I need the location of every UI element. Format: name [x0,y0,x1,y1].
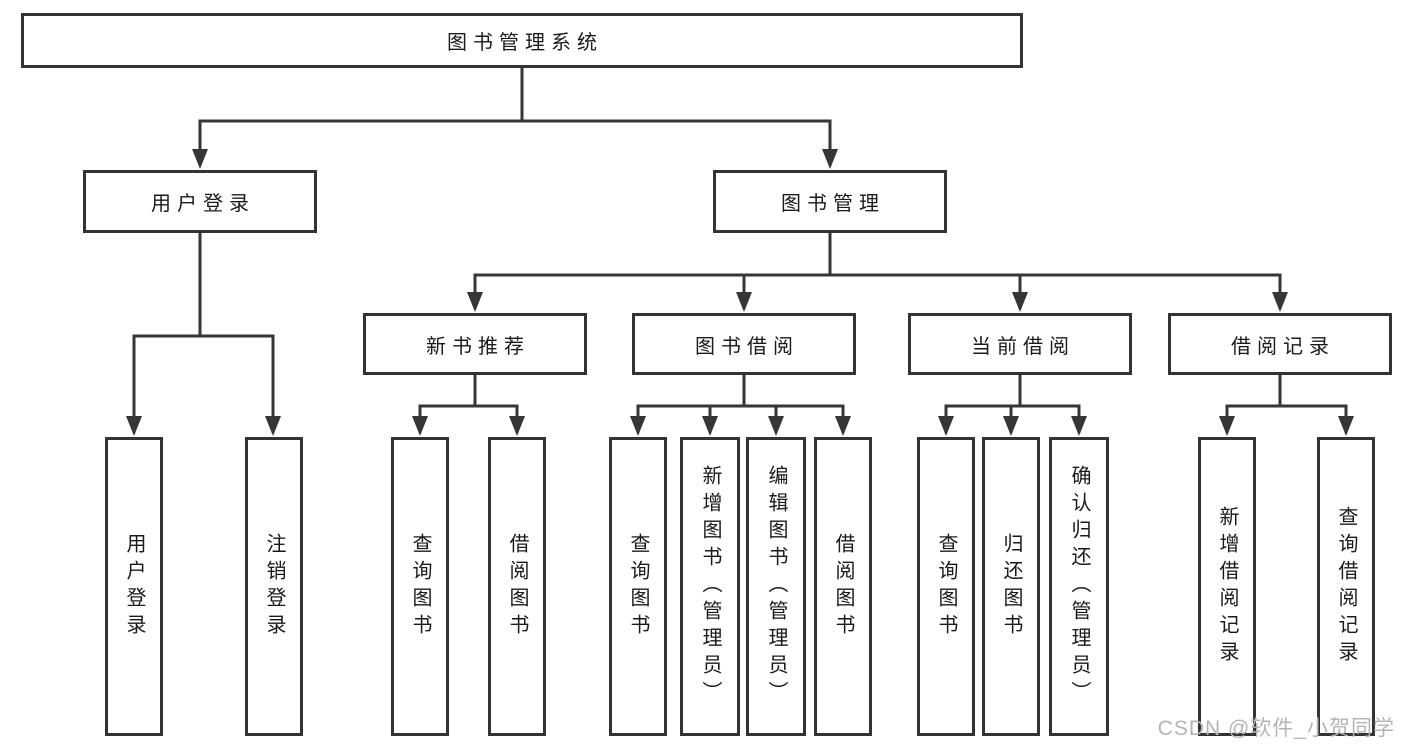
leaf-cb-confirm-return-admin: 确认归还（管理员） [1049,437,1109,736]
leaf-user-login: 用户登录 [105,437,163,736]
node-user-login: 用户登录 [83,170,317,233]
leaf-logout: 注销登录 [245,437,303,736]
leaf-br-add-borrow-record: 新增借阅记录 [1198,437,1256,736]
node-root-system: 图书管理系统 [21,13,1023,68]
connector-book-borrow-children [630,375,851,436]
leaf-nb-query-books: 查询图书 [391,437,449,736]
connector-new-book-children [412,375,525,436]
leaf-bb-query-books: 查询图书 [609,437,667,736]
csdn-watermark: CSDN @软件_小贺同学 [1157,717,1395,740]
leaf-bb-add-books-admin: 新增图书（管理员） [680,437,740,736]
connector-book-mgmt-children [467,233,1288,312]
connector-root-to-level2 [192,68,838,169]
node-current-borrowing: 当前借阅 [908,313,1132,375]
leaf-cb-return-books: 归还图书 [982,437,1040,736]
leaf-cb-query-books: 查询图书 [917,437,975,736]
leaf-nb-borrow-books: 借阅图书 [488,437,546,736]
connector-user-login-children [126,233,281,436]
connector-borrow-records-children [1219,375,1354,436]
leaf-br-query-borrow-record: 查询借阅记录 [1317,437,1375,736]
connector-current-borrow-children [938,375,1087,436]
node-borrow-records: 借阅记录 [1168,313,1392,375]
node-book-borrowing: 图书借阅 [632,313,856,375]
leaf-bb-borrow-books: 借阅图书 [814,437,872,736]
node-book-management: 图书管理 [713,170,947,233]
leaf-bb-edit-books-admin: 编辑图书（管理员） [746,437,806,736]
node-new-book-recommend: 新书推荐 [363,313,587,375]
